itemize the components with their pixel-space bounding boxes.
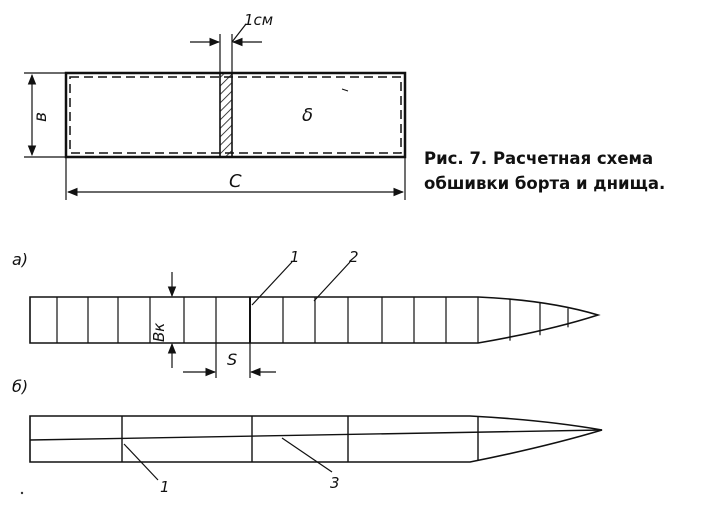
hull-b-label: б): [12, 377, 28, 396]
callout-b3-label: 3: [330, 474, 340, 492]
callout-b1-leader: [123, 443, 159, 481]
hull-b-centerline: [29, 429, 603, 441]
caption-line-2: обшивки борта и днища.: [424, 174, 665, 193]
panel-inner-dashed: [69, 76, 402, 154]
callout-1-label: 1: [290, 248, 300, 266]
stray-dot: [20, 491, 24, 495]
stray-mark: [341, 88, 349, 92]
hull-side-view-a: а) Вк S 1 2: [12, 248, 601, 378]
hull-a-frames: [56, 297, 569, 343]
callout-b1-label: 1: [160, 478, 170, 496]
callout-2-label: 2: [349, 248, 359, 266]
hull-a-outline: [29, 296, 601, 344]
thickness-label: δ: [302, 105, 313, 126]
hatched-strip: [219, 72, 233, 158]
height-label: в: [31, 112, 51, 122]
callout-b3-leader: [281, 437, 333, 473]
width-label: С: [229, 171, 242, 192]
callout-2-leader: [313, 261, 351, 302]
s-label: S: [227, 350, 237, 369]
figure-caption: Рис. 7. Расчетная схема обшивки борта и …: [424, 149, 665, 193]
strip-width-label: 1см: [244, 11, 273, 29]
plating-panel: 1см в С δ: [24, 11, 407, 200]
callout-1-leader: [251, 261, 293, 306]
caption-line-1: Рис. 7. Расчетная схема: [424, 149, 653, 168]
panel-outline: [64, 71, 407, 159]
hull-bottom-view-b: б) 1 3: [12, 377, 603, 496]
strip-dim-leader: [231, 23, 247, 43]
bk-label: Вк: [150, 323, 168, 342]
hull-a-label: а): [12, 250, 28, 269]
